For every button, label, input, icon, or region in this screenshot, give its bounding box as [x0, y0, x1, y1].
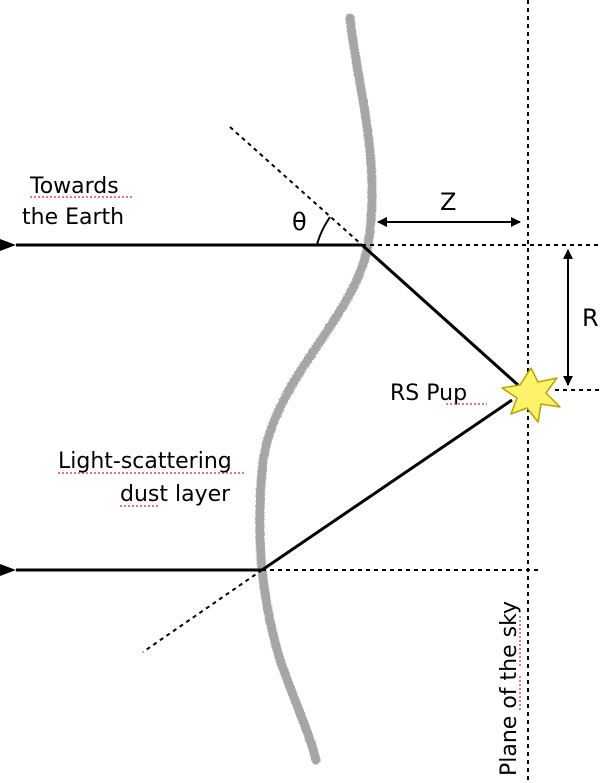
- dust-layer-curve: [255, 13, 377, 765]
- z-label: Z: [440, 188, 456, 216]
- dust-label-line2: dust layer: [120, 482, 231, 507]
- light-path-star-to-lower: [261, 398, 513, 572]
- theta-angle-arc: [316, 216, 331, 246]
- light-path-upper-to-star: [360, 243, 520, 387]
- dust-label-line1: Light-scattering: [58, 449, 232, 474]
- plane-of-sky-label: Plane of the sky: [497, 601, 522, 776]
- towards-earth-label-line1: Towards: [29, 174, 119, 199]
- theta-label: θ: [292, 208, 307, 236]
- towards-earth-label-line2: the Earth: [22, 205, 124, 230]
- lower-diagonal-dotted: [142, 569, 263, 653]
- star-label: RS Pup: [390, 381, 467, 406]
- upper-diagonal-dotted: [229, 126, 363, 246]
- rs-pup-star: [501, 367, 561, 423]
- r-label: R: [582, 304, 599, 332]
